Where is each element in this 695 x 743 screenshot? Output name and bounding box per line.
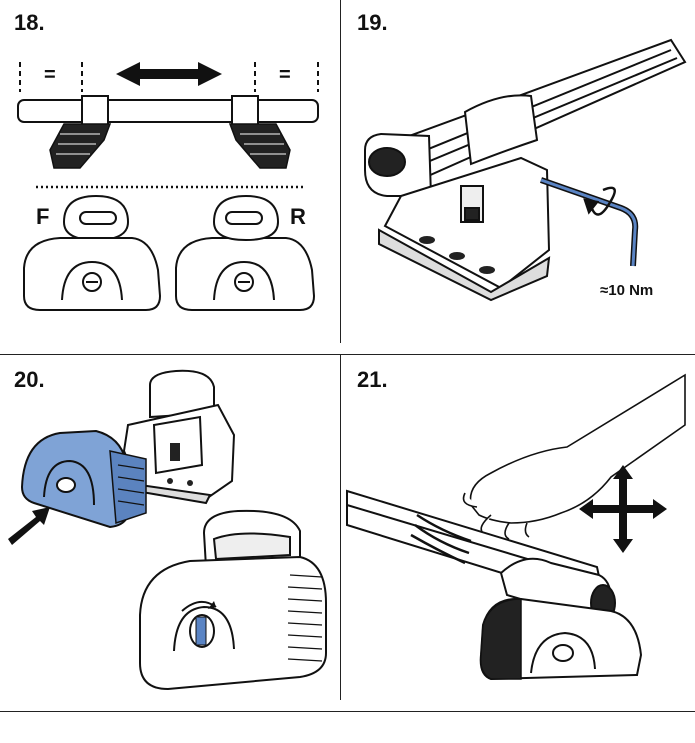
four-way-arrow-icon [579, 465, 667, 553]
step-21-panel: 21. [341, 355, 695, 711]
vertical-divider-top [340, 0, 341, 343]
double-arrow-icon [116, 62, 222, 86]
step-21-illustration [346, 373, 686, 681]
hand-icon [462, 373, 686, 540]
step-number: 21. [357, 367, 388, 392]
horizontal-divider-bottom [0, 711, 695, 712]
step-20-illustration [8, 369, 327, 691]
equal-left-label: = [44, 64, 56, 86]
rear-label: R [290, 204, 306, 229]
step-number: 18. [14, 10, 45, 35]
push-arrow-icon [8, 507, 50, 545]
hex-key-icon [540, 177, 639, 267]
step-number: 19. [357, 10, 388, 35]
step-19-illustration [364, 38, 687, 302]
equal-right-label: = [279, 64, 291, 86]
step-number: 20. [14, 367, 45, 392]
rotation-arrow-icon [583, 186, 616, 216]
step-20-panel: 20. [0, 355, 340, 711]
horizontal-divider-middle [0, 354, 695, 355]
step-18-illustration [17, 62, 319, 311]
front-label: F [36, 204, 50, 229]
step-19-panel: 19. ≈10 Nm [341, 0, 695, 354]
vertical-divider-bottom [340, 355, 341, 700]
step-18-panel: 18. [0, 0, 340, 354]
torque-label: ≈10 Nm [600, 282, 654, 299]
